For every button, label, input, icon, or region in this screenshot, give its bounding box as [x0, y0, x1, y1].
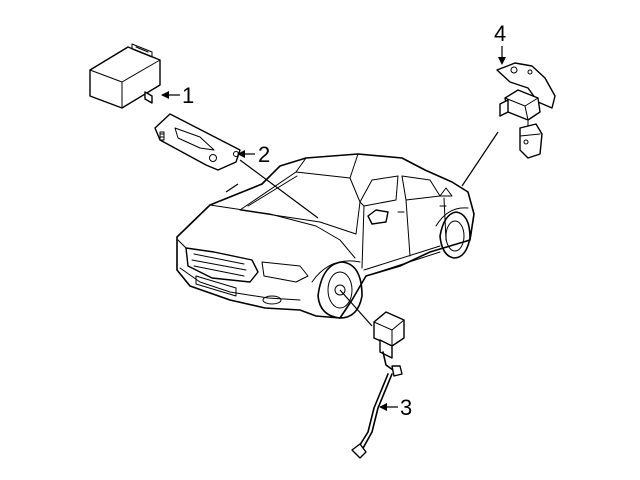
leader-line-part4: [461, 131, 499, 187]
level-sensor-rear-icon[interactable]: [351, 311, 405, 459]
callout-label-1: 1: [182, 83, 194, 108]
callout-2: 2: [237, 142, 270, 167]
leader-line-part3: [339, 289, 373, 327]
callout-1: 1: [161, 83, 194, 108]
callout-label-4: 4: [494, 21, 506, 46]
sedan-icon: [176, 153, 475, 319]
control-module-icon[interactable]: [89, 43, 161, 109]
leader-line-part2: [239, 159, 319, 219]
leader-lines: [225, 131, 499, 327]
callout-4: 4: [494, 21, 506, 65]
callout-label-3: 3: [400, 395, 412, 420]
mounting-bracket-icon[interactable]: [154, 113, 241, 171]
callout-3: 3: [379, 395, 412, 420]
leader-line-part2-b: [225, 183, 239, 193]
level-sensor-front-icon[interactable]: [496, 62, 556, 159]
callout-label-2: 2: [258, 142, 270, 167]
